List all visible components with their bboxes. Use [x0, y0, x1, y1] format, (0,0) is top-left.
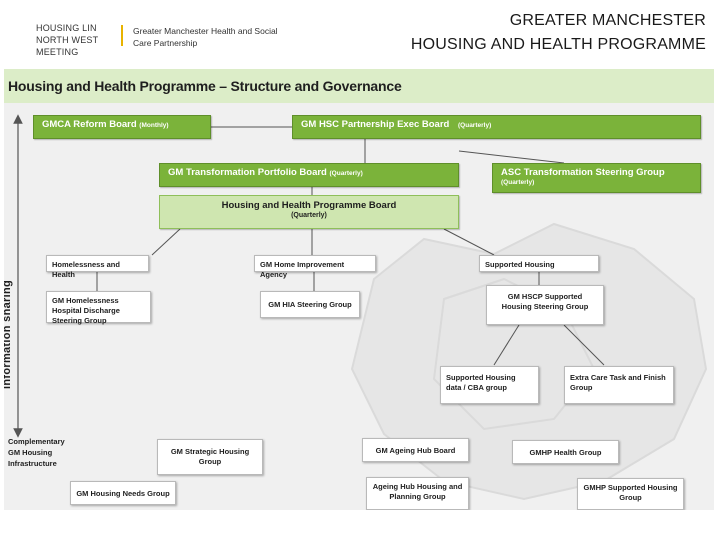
connector-lines [13, 114, 605, 438]
gm-hsc-partnership-exec-board: GM HSC Partnership Exec Board (Quarterly… [292, 115, 701, 139]
homelessness-and-health-box: Homelessness and Health [46, 255, 149, 279]
gm-hia-steering-group-box: GM HIA Steering Group [260, 291, 360, 318]
gm-strategic-housing-group-box: GM Strategic Housing Group [157, 439, 263, 475]
programme-title-line2: HOUSING AND HEALTH PROGRAMME [410, 36, 706, 53]
supported-housing-data-cba-group-box: Supported Housing data / CBA group [440, 366, 539, 404]
governance-diagram: Housing and Health Programme – Structure… [4, 69, 714, 510]
diagram-title: Housing and Health Programme – Structure… [8, 78, 402, 94]
gm-ageing-hub-board-box: GM Ageing Hub Board [362, 438, 469, 462]
gm-housing-needs-group-box: GM Housing Needs Group [70, 481, 176, 505]
gm-hscp-supported-housing-steering-group-box: GM HSCP Supported Housing Steering Group [486, 285, 604, 325]
ageing-hub-housing-and-planning-group-box: Ageing Hub Housing and Planning Group [366, 477, 469, 510]
asc-transformation-steering-group-label: ASC Transformation Steering Group [501, 167, 665, 178]
supported-housing-box: Supported Housing [479, 255, 599, 272]
title-banner [4, 69, 714, 103]
meeting-title: HOUSING LIN NORTH WEST MEETING [36, 23, 99, 57]
asc-transformation-steering-group-frequency: (Quarterly) [501, 179, 535, 186]
gm-transformation-portfolio-board-frequency: (Quarterly) [329, 170, 363, 177]
extra-care-task-and-finish-group-box: Extra Care Task and Finish Group [564, 366, 674, 404]
partnership-name: Greater Manchester Health and Social Car… [133, 26, 278, 48]
housing-and-health-programme-board: Housing and Health Programme Board (Quar… [159, 195, 459, 229]
hospital-discharge-steering-group-box: GM Homelessness Hospital Discharge Steer… [46, 291, 151, 325]
gm-transformation-portfolio-board-label: GM Transformation Portfolio Board [168, 167, 327, 178]
header-divider [121, 25, 123, 46]
gm-transformation-portfolio-board: GM Transformation Portfolio Board (Quart… [159, 163, 459, 187]
gmhp-health-group-box: GMHP Health Group [512, 440, 619, 464]
gm-hsc-partnership-exec-board-frequency: (Quarterly) [458, 122, 492, 129]
gm-hsc-partnership-exec-board-label: GM HSC Partnership Exec Board [301, 119, 450, 130]
programme-title: GREATER MANCHESTER HOUSING AND HEALTH PR… [411, 9, 706, 57]
asc-transformation-steering-group: ASC Transformation Steering Group (Quart… [492, 163, 701, 193]
gmca-reform-board: GMCA Reform Board (Monthly) [33, 115, 211, 139]
programme-title-line1: GREATER MANCHESTER [509, 12, 706, 29]
programme-board-label: Housing and Health Programme Board [221, 200, 397, 211]
complementary-infrastructure-label: Complementary GM Housing Infrastructure [8, 437, 65, 468]
information-sharing-label: information sharing [4, 280, 13, 389]
gm-home-improvement-agency-box: GM Home Improvement Agency [254, 255, 376, 279]
programme-board-frequency: (Quarterly) [291, 212, 327, 219]
gmca-reform-board-label: GMCA Reform Board [42, 119, 137, 130]
gmhp-supported-housing-group-box: GMHP Supported Housing Group [577, 478, 684, 510]
gmca-reform-board-frequency: (Monthly) [139, 122, 169, 129]
